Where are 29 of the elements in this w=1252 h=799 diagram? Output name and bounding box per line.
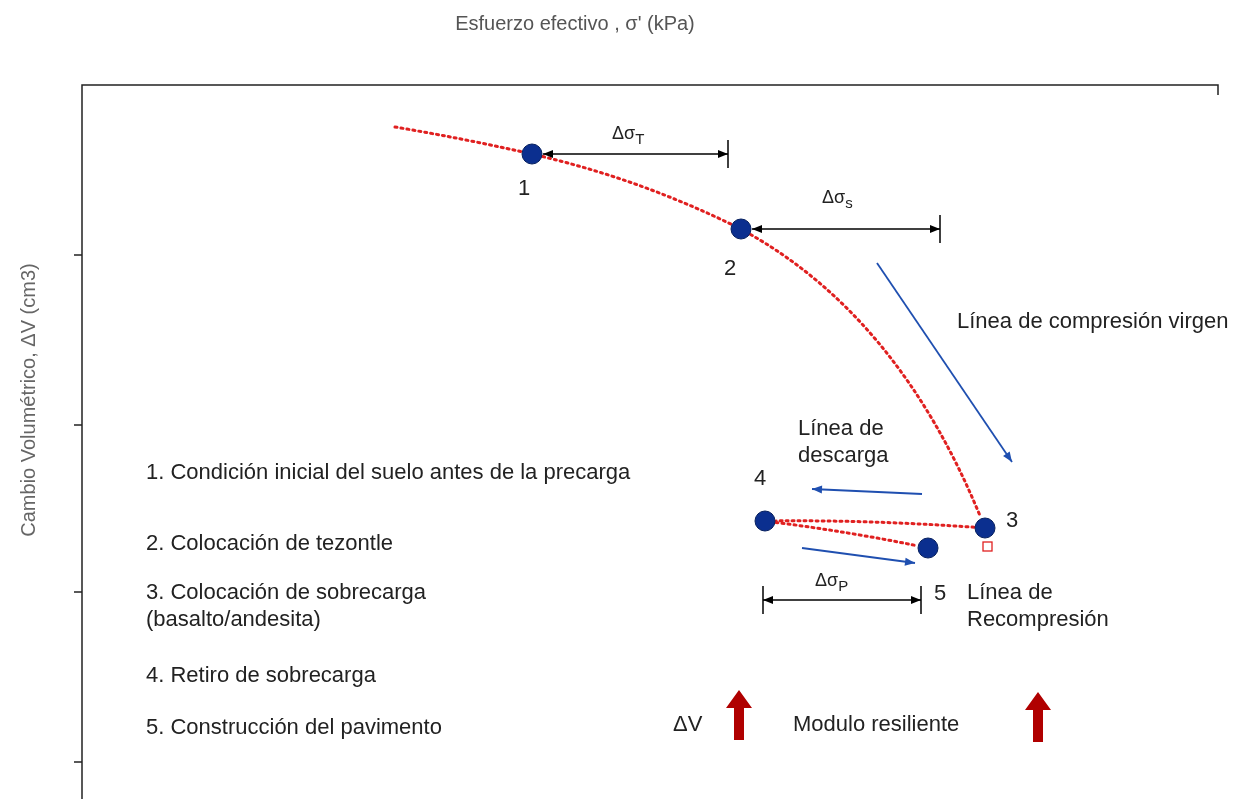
data-point [754,510,776,532]
legend-item: 4. Retiro de sobrecarga [146,661,377,688]
annotation: ΔV [673,710,703,737]
point-number: 3 [1006,508,1019,532]
annotation: Modulo resiliente [793,710,960,737]
data-point [730,218,752,240]
point-number: 5 [934,581,947,605]
data-point [974,517,996,539]
point-number: 2 [724,256,737,280]
dotted-curve [393,125,523,154]
point-number: 4 [754,466,767,490]
annotation: Línea de Recompresión [967,578,1110,632]
dotted-curve [774,520,919,548]
dimension-label: Δσ$_{P}$ [815,569,849,596]
dimension-label: Δσ$_{T}$ [612,122,645,149]
annotation: Línea de compresión virgen [957,307,1230,334]
annotation: Línea de descarga [798,414,890,468]
dotted-curve [774,519,976,529]
legend-item: 1. Condición inicial del suelo antes de la precarga [146,458,632,485]
data-point [917,537,939,559]
axis-title: Cambio Volumétrico, ΔV (cm3) [15,263,40,537]
data-point [521,143,543,165]
legend-item: 3. Colocación de sobrecarga (basalto/andesita) [146,578,428,632]
point-number: 1 [518,176,531,200]
axis-title: Esfuerzo efectivo , σ' (kPa) [454,11,696,36]
dotted-curve [541,155,733,226]
dimension-label: Δσ$_{s}$ [822,186,853,213]
legend-item: 5. Construcción del pavimento [146,713,443,740]
legend-item: 2. Colocación de tezontle [146,529,395,556]
